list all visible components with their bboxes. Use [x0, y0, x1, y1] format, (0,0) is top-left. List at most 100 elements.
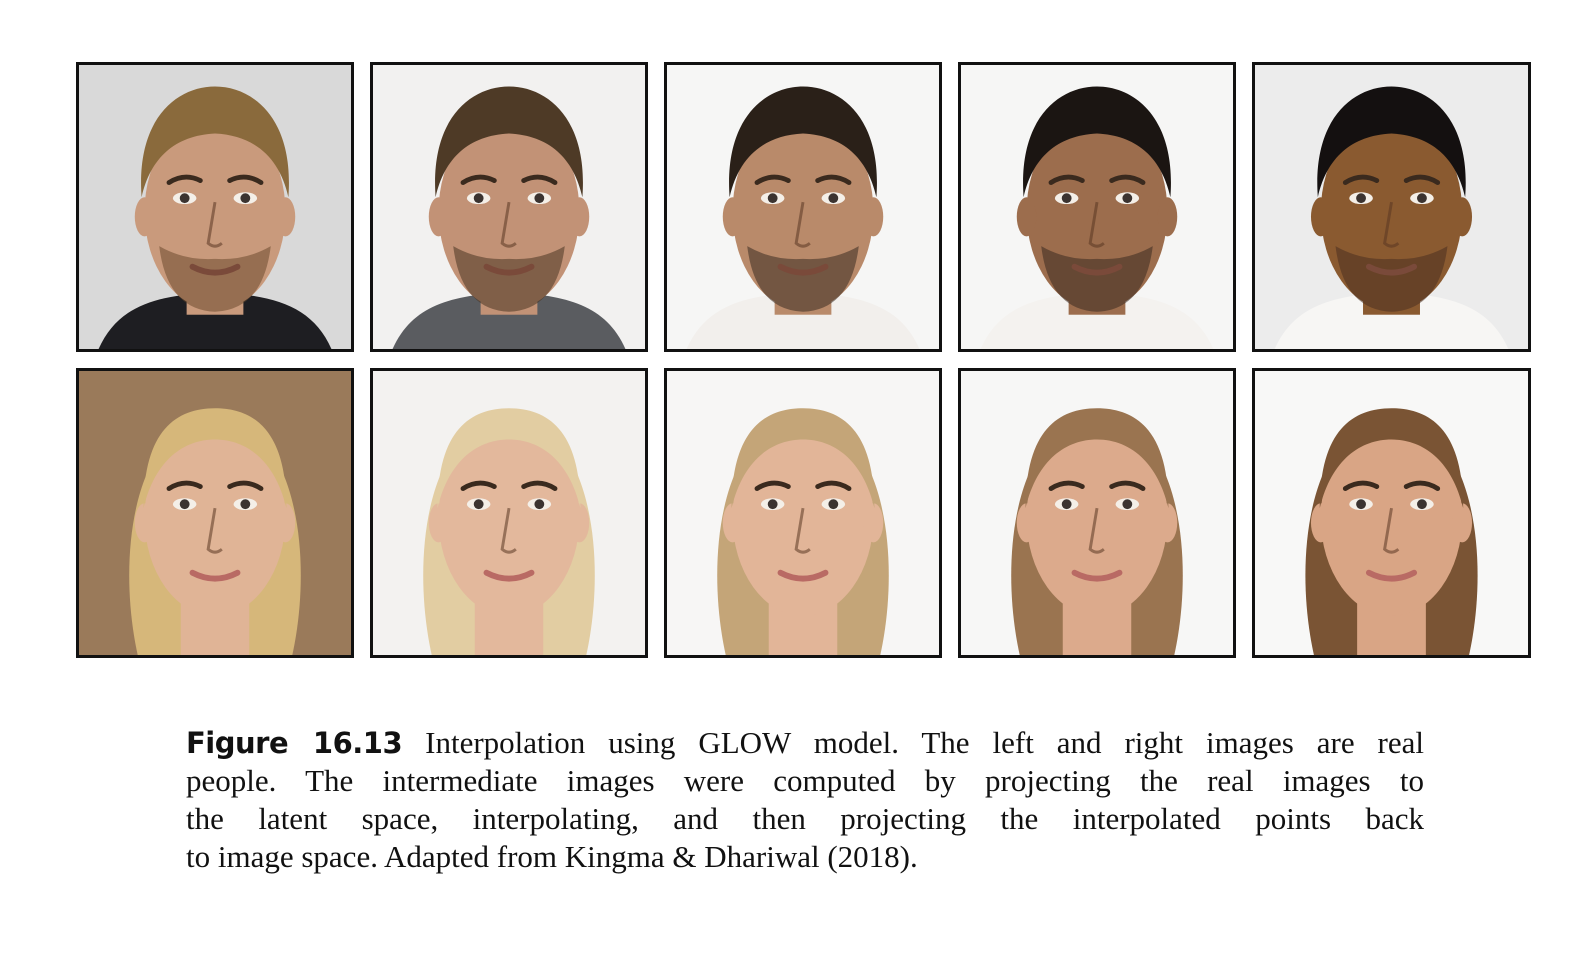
left-brow	[754, 480, 791, 491]
left-ear	[134, 197, 155, 237]
right-ear	[275, 197, 296, 237]
shirt	[98, 292, 332, 349]
right-brow	[227, 174, 264, 185]
face-panel-row2-col3	[664, 368, 942, 658]
right-ear	[569, 503, 590, 543]
right-ear	[569, 197, 590, 237]
left-pupil	[1356, 499, 1366, 510]
hair-top	[143, 408, 287, 509]
right-ear	[1157, 197, 1178, 237]
right-pupil	[1417, 193, 1427, 204]
left-ear	[1310, 503, 1331, 543]
left-brow	[460, 480, 497, 491]
face	[1320, 419, 1463, 616]
face-panel-row2-col4	[958, 368, 1236, 658]
hair-top	[141, 86, 289, 198]
face	[1026, 419, 1168, 616]
left-ear	[134, 503, 155, 543]
left-brow	[1342, 174, 1380, 185]
mouth	[1071, 263, 1123, 276]
hair-top	[437, 408, 581, 509]
face-panel-row1-col1	[76, 62, 354, 352]
mouth	[483, 263, 535, 276]
left-pupil	[179, 499, 190, 510]
right-ear	[863, 197, 884, 237]
shirt	[1274, 292, 1509, 349]
left-brow	[1048, 480, 1085, 491]
caption-text-1: Interpolation using GLOW model. The left…	[402, 725, 1425, 760]
mouth	[777, 263, 829, 276]
left-brow	[166, 174, 203, 185]
left-pupil	[179, 193, 190, 204]
left-pupil	[767, 499, 778, 510]
hair-top	[1025, 408, 1169, 509]
right-pupil	[828, 193, 839, 204]
left-pupil	[1356, 193, 1366, 204]
nose	[1383, 201, 1400, 248]
right-pupil	[1417, 499, 1427, 510]
face-panel-row1-col4	[958, 62, 1236, 352]
right-brow	[1109, 480, 1146, 491]
mouth	[189, 569, 241, 582]
mouth	[777, 569, 829, 582]
left-pupil	[1061, 499, 1072, 510]
face-panel-row2-col1	[76, 368, 354, 658]
shirt	[392, 292, 626, 349]
left-pupil	[473, 193, 484, 204]
right-brow	[1403, 174, 1441, 185]
right-pupil	[1122, 499, 1133, 510]
nose	[794, 201, 811, 248]
right-pupil	[828, 499, 839, 510]
right-pupil	[1122, 193, 1133, 204]
nose	[206, 201, 223, 248]
face-panel-row2-col2	[370, 368, 648, 658]
shirt	[980, 292, 1214, 349]
face-panel-row1-col2	[370, 62, 648, 352]
caption-line-1: Figure 16.13 Interpolation using GLOW mo…	[186, 724, 1424, 762]
figure-caption: Figure 16.13 Interpolation using GLOW mo…	[186, 724, 1424, 876]
right-brow	[1109, 174, 1146, 185]
left-brow	[460, 174, 497, 185]
right-brow	[521, 174, 558, 185]
face-panel-row1-col3	[664, 62, 942, 352]
nose	[1088, 507, 1105, 554]
hair-top	[1317, 86, 1466, 198]
caption-line-2: people. The intermediate images were com…	[186, 763, 1424, 798]
mouth	[189, 263, 241, 276]
hair-top	[435, 86, 583, 198]
right-pupil	[534, 193, 545, 204]
hair-top	[1023, 86, 1171, 198]
mouth	[1365, 263, 1418, 276]
left-pupil	[767, 193, 778, 204]
left-pupil	[473, 499, 484, 510]
right-ear	[1452, 503, 1473, 543]
caption-line-4: to image space. Adapted from Kingma & Dh…	[186, 839, 918, 874]
left-ear	[722, 197, 743, 237]
nose	[1088, 201, 1105, 248]
left-brow	[166, 480, 203, 491]
mouth	[483, 569, 535, 582]
face	[438, 419, 580, 616]
face	[144, 419, 286, 616]
left-ear	[428, 503, 449, 543]
face	[732, 419, 874, 616]
nose	[794, 507, 811, 554]
nose	[206, 507, 223, 554]
right-brow	[1403, 480, 1441, 491]
hair-top	[729, 86, 877, 198]
left-ear	[1310, 197, 1331, 237]
left-ear	[722, 503, 743, 543]
right-ear	[1157, 503, 1178, 543]
left-ear	[428, 197, 449, 237]
right-ear	[1452, 197, 1473, 237]
beard	[747, 246, 859, 312]
beard	[159, 246, 271, 312]
beard	[1041, 246, 1153, 312]
hair-top	[731, 408, 875, 509]
nose	[500, 507, 517, 554]
left-brow	[1048, 174, 1085, 185]
face-panel-row2-col5	[1252, 368, 1531, 658]
left-brow	[1342, 480, 1380, 491]
right-ear	[275, 503, 296, 543]
right-pupil	[240, 499, 251, 510]
